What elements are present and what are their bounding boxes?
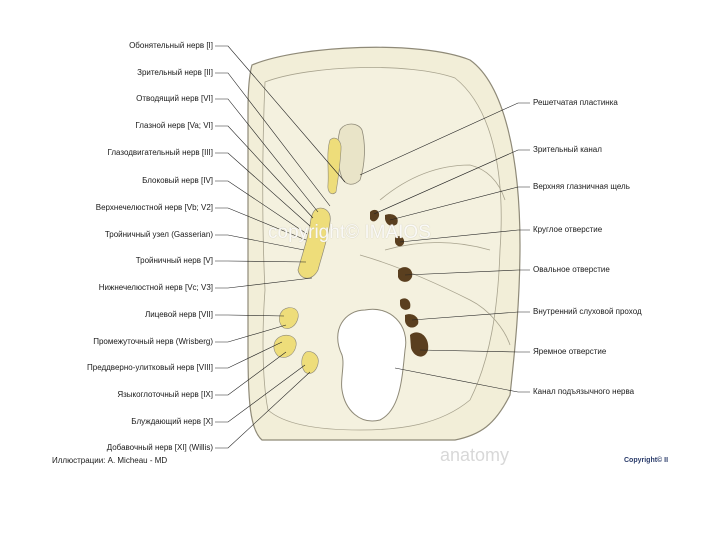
leader-right-4 [404,269,530,276]
anatomy-brand-watermark: anatomy [440,445,510,465]
left-leader-lines [215,45,346,449]
label-vagus-nerve: Блуждающий нерв [X] [131,417,213,426]
olfactory-nerve-shape [327,137,342,195]
copyright-watermark: copyright© IMAIOS [268,222,431,243]
leader-right-3 [399,229,530,243]
label-glossopharyngeal-nerve: Языкоглоточный нерв [IX] [117,390,213,399]
leader-left-10 [215,314,285,317]
leader-left-11 [215,324,287,343]
leader-left-8 [215,260,307,263]
hypoglossal-nerve-shape [301,351,319,374]
facial-nerve-shape [279,307,299,329]
crista-galli [337,123,365,185]
label-maxillary-nerve: Верхнечелюстной нерв [Vb; V2] [95,203,213,212]
leader-left-5 [215,180,308,235]
foramen-rotundum [395,236,405,247]
leader-left-15 [215,371,311,449]
label-superior-orbital-fissure: Верхняя глазничная щель [533,182,630,191]
leader-right-5 [411,311,530,321]
label-vestibulocochlear-nerve: Преддверно-улитковый нерв [VIII] [87,363,213,372]
middle-fossa-line [384,242,491,251]
label-jugular-foramen: Яремное отверстие [533,347,607,356]
label-intermediate-nerve: Промежуточный нерв (Wrisberg) [93,337,213,346]
label-ophthalmic-nerve: Глазной нерв [Va; VI] [135,121,213,130]
label-foramen-ovale: Овальное отверстие [533,265,610,274]
label-optic-nerve: Зрительный нерв [II] [137,68,213,77]
leader-left-3 [215,125,314,219]
foramen-spinosum [400,298,411,310]
label-hypoglossal-canal: Канал подъязычного нерва [533,387,635,396]
trigeminal-nerve-shape [297,207,331,279]
label-internal-acoustic-meatus: Внутренний слуховой проход [533,307,642,316]
illustration-credit: Иллюстрации: A. Micheau - MD [52,456,168,465]
label-olfactory-nerve: Обонятельный нерв [I] [129,41,213,50]
leader-left-12 [215,341,283,369]
leader-left-7 [215,234,305,251]
leader-left-14 [215,364,306,423]
sphenoid-ridge-line [379,164,506,201]
leader-right-2 [389,186,530,221]
leader-right-0 [359,102,530,176]
jugular-foramen [410,332,429,357]
label-accessory-nerve: Добавочный нерв [XI] (Willis) [106,443,213,452]
petrous-ridge-line [359,254,511,346]
copyright-notice: Copyright© II [624,457,669,464]
superior-orbital-fissure [385,214,398,226]
internal-acoustic-meatus [405,314,419,328]
leader-left-0 [215,45,346,183]
label-trochlear-nerve: Блоковый нерв [IV] [142,176,213,185]
leader-left-4 [215,152,311,227]
leader-right-1 [373,149,530,215]
label-oculomotor-nerve: Глазодвигательный нерв [III] [107,148,213,157]
leader-left-6 [215,207,307,241]
label-foramen-rotundum: Круглое отверстие [533,225,603,234]
leader-left-2 [215,98,319,213]
foramen-ovale [398,267,413,282]
leader-left-9 [215,277,313,289]
leader-right-6 [419,349,530,353]
right-leader-lines [359,102,530,393]
label-cribriform-plate: Решетчатая пластинка [533,98,618,107]
label-abducens-nerve: Отводящий нерв [VI] [136,94,213,103]
label-trigeminal-ganglion: Тройничный узел (Gasserian) [104,230,213,239]
leader-left-1 [215,72,331,207]
label-trigeminal-nerve: Тройничный нерв [V] [135,256,213,265]
label-mandibular-nerve: Нижнечелюстной нерв [Vc; V3] [98,283,213,292]
leader-left-13 [215,351,287,396]
glossopharyngeal-nerve-shape [273,334,297,358]
foramen-magnum [337,308,407,422]
label-facial-nerve: Лицевой нерв [VII] [145,310,213,319]
leader-right-7 [394,367,530,393]
label-optic-canal: Зрительный канал [533,145,602,154]
cranial-fossa-outline [262,67,502,431]
